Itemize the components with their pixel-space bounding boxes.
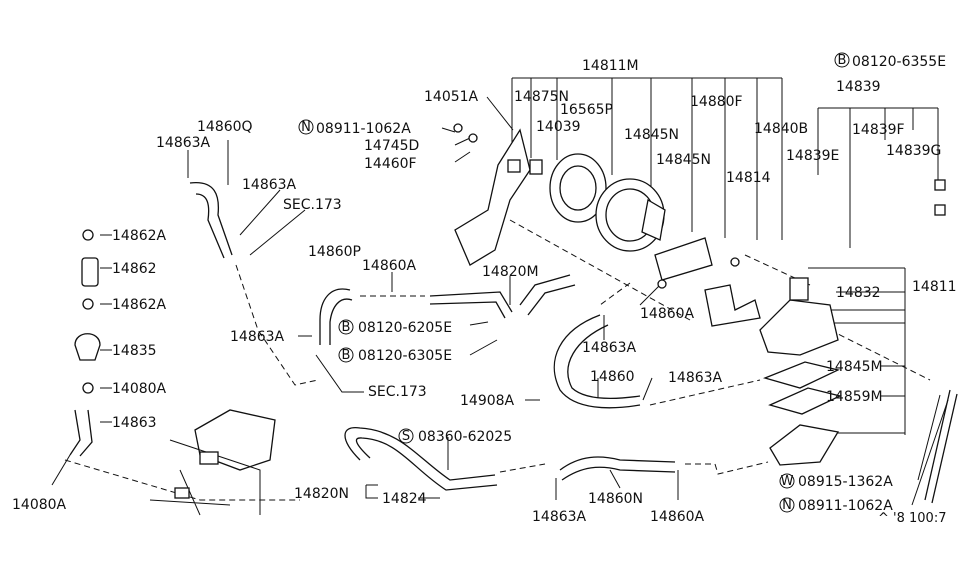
diagram-code: ^ '8 100:7 bbox=[878, 511, 946, 526]
label-14835: 14835 bbox=[112, 343, 157, 359]
mounting-bracket bbox=[454, 128, 531, 266]
label-14839E: 14839E bbox=[786, 148, 839, 164]
label-14811M: 14811M bbox=[582, 58, 639, 74]
label-14839G: 14839G bbox=[886, 143, 941, 159]
label-14845N-1: 14845N bbox=[624, 127, 679, 143]
label-14860P: 14860P bbox=[308, 244, 361, 260]
label-08120-6205E: 08120-6205E bbox=[358, 320, 452, 336]
label-14862: 14862 bbox=[112, 261, 157, 277]
washer-marker: W bbox=[781, 474, 794, 489]
leader-lines bbox=[51, 77, 949, 506]
label-14863A-4: 14863A bbox=[582, 340, 637, 356]
label-14860Q: 14860Q bbox=[197, 119, 253, 135]
label-08911-1062A-top: 08911-1062A bbox=[316, 121, 411, 137]
label-14862A-2: 14862A bbox=[112, 297, 167, 313]
components bbox=[453, 123, 958, 504]
label-14908A: 14908A bbox=[460, 393, 515, 409]
label-14863A-2: 14863A bbox=[242, 177, 297, 193]
label-14820M: 14820M bbox=[482, 264, 539, 280]
label-14839: 14839 bbox=[836, 79, 881, 95]
label-08911-1062A-bottom: 08911-1062A bbox=[798, 498, 893, 514]
seal bbox=[768, 387, 842, 415]
label-14860N: 14860N bbox=[588, 491, 643, 507]
label-08120-6305E: 08120-6305E bbox=[358, 348, 452, 364]
nut-marker-bottom: N bbox=[782, 498, 792, 513]
label-14832: 14832 bbox=[836, 285, 881, 301]
label-14039: 14039 bbox=[536, 119, 581, 135]
part-labels: 14811M 08120-6355E 14051A 14875N 16565P … bbox=[12, 54, 957, 526]
label-sec173-2: SEC.173 bbox=[368, 384, 427, 400]
hose-14820M bbox=[429, 291, 513, 319]
hose-14860P bbox=[319, 288, 351, 345]
canister-plate bbox=[654, 237, 713, 281]
label-14863A-1: 14863A bbox=[156, 135, 211, 151]
bolt-marker-2: B bbox=[342, 348, 351, 363]
label-14080A-1: 14080A bbox=[112, 381, 167, 397]
label-14814: 14814 bbox=[726, 170, 771, 186]
screw-marker: S bbox=[402, 429, 410, 444]
label-14824: 14824 bbox=[382, 491, 427, 507]
hoses bbox=[69, 182, 676, 491]
label-14863A-6: 14863A bbox=[532, 509, 587, 525]
label-14745D: 14745D bbox=[364, 138, 419, 154]
nut-marker-top: N bbox=[301, 120, 311, 135]
label-sec173-1: SEC.173 bbox=[283, 197, 342, 213]
label-14875N: 14875N bbox=[514, 89, 569, 105]
label-14863: 14863 bbox=[112, 415, 157, 431]
hose-14860N bbox=[559, 456, 676, 471]
bolt-marker-top: B bbox=[838, 53, 847, 68]
label-08360-62025: 08360-62025 bbox=[418, 429, 512, 445]
hose-14820N bbox=[344, 427, 496, 481]
label-14863A-5: 14863A bbox=[668, 370, 723, 386]
dashed-connections bbox=[64, 219, 931, 501]
engine-sketch bbox=[149, 409, 276, 516]
label-14860A-2: 14860A bbox=[640, 306, 695, 322]
label-08915-1362A: 08915-1362A bbox=[798, 474, 893, 490]
prefix-markers: N B B B S W N bbox=[298, 52, 850, 513]
label-14820N: 14820N bbox=[294, 486, 349, 502]
label-08120-6355E: 08120-6355E bbox=[852, 54, 946, 70]
label-14880F: 14880F bbox=[690, 94, 743, 110]
label-14460F: 14460F bbox=[364, 156, 417, 172]
label-14845M: 14845M bbox=[826, 359, 883, 375]
label-14859M: 14859M bbox=[826, 389, 883, 405]
hose-14860Q bbox=[189, 182, 233, 256]
bolt-marker-1: B bbox=[342, 320, 351, 335]
hose-14860 bbox=[553, 314, 641, 409]
vacuum-pipe bbox=[924, 389, 951, 501]
label-16565P: 16565P bbox=[560, 102, 613, 118]
gasket bbox=[762, 361, 840, 389]
label-14862A-1: 14862A bbox=[112, 228, 167, 244]
label-14860A-1: 14860A bbox=[362, 258, 417, 274]
label-14863A-3: 14863A bbox=[230, 329, 285, 345]
label-14839F: 14839F bbox=[852, 122, 905, 138]
control-valve-assembly bbox=[759, 299, 839, 356]
label-14860A-3: 14860A bbox=[650, 509, 705, 525]
label-14845N-2: 14845N bbox=[656, 152, 711, 168]
label-14080A-2: 14080A bbox=[12, 497, 67, 513]
label-14860: 14860 bbox=[590, 369, 635, 385]
label-14840B: 14840B bbox=[754, 121, 808, 137]
housing-cover bbox=[769, 424, 840, 466]
label-14811: 14811 bbox=[912, 279, 957, 295]
label-14051A: 14051A bbox=[424, 89, 479, 105]
